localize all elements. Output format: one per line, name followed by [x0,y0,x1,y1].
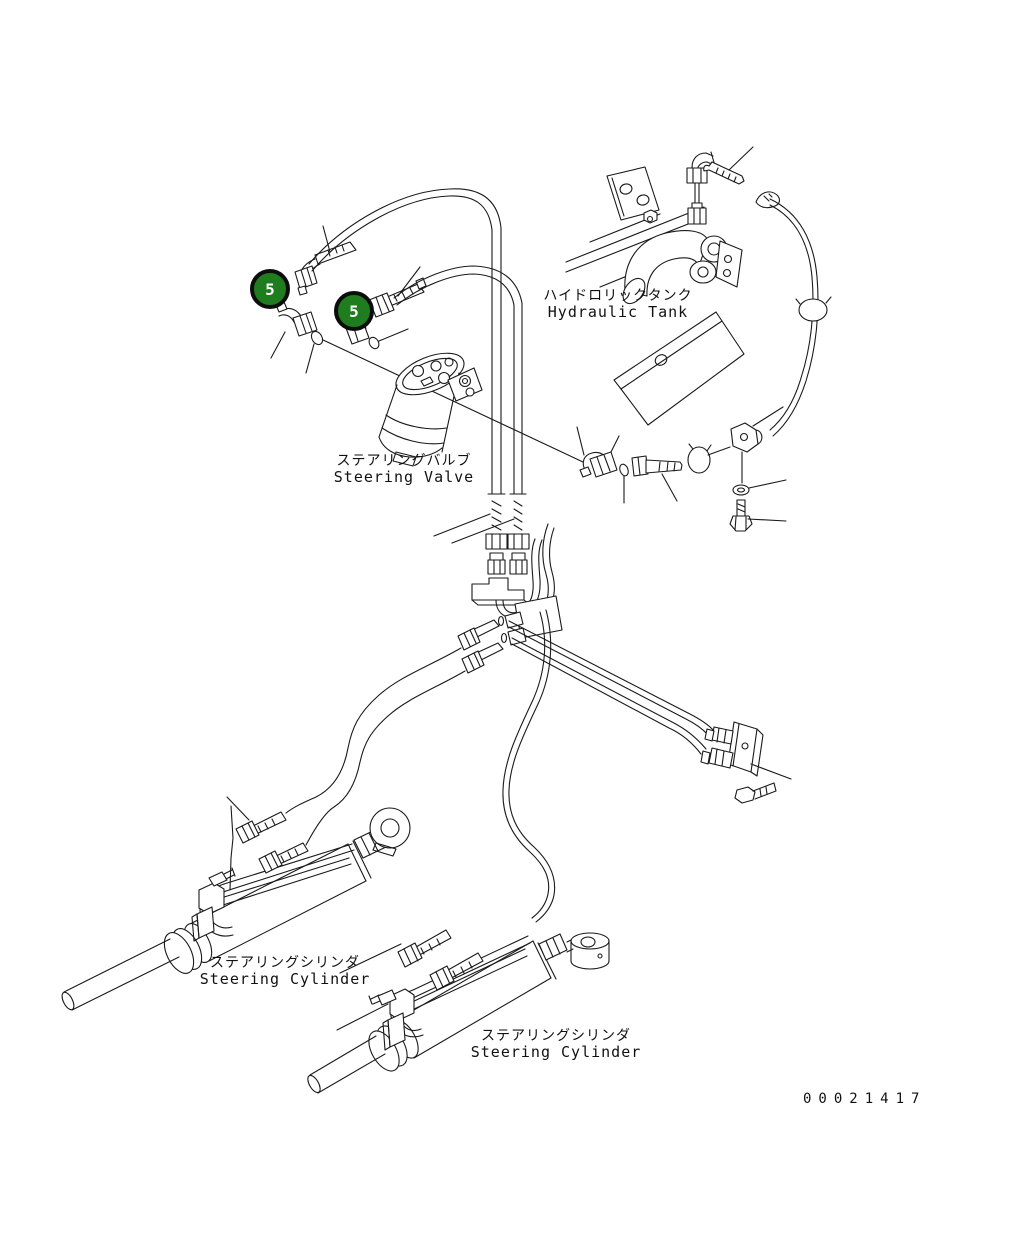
steering-cylinder-left-drawing [61,796,411,1011]
callout-balloon-5-left[interactable]: 5 [250,269,290,309]
callout-balloon-5-right[interactable]: 5 [334,291,374,331]
label-steering-cylinder-left-en: Steering Cylinder [199,970,371,989]
label-hydraulic-tank-jp: ハイドロリックタンク [543,288,693,304]
label-steering-cylinder-right-en: Steering Cylinder [470,1043,642,1062]
steering-cylinder-right-drawing [307,929,610,1094]
junction-drawing [285,493,792,923]
label-steering-cylinder-right: ステアリングシリンダ Steering Cylinder [471,1028,642,1061]
label-hydraulic-tank: ハイドロリックタンク Hydraulic Tank [543,288,692,321]
drawing-number: 00021417 [803,1091,927,1107]
label-steering-cylinder-left-jp: ステアリングシリンダ [210,955,360,971]
label-steering-cylinder-left: ステアリングシリンダ Steering Cylinder [200,955,371,988]
middle-fittings-drawing [576,406,787,532]
label-steering-cylinder-right-jp: ステアリングシリンダ [481,1028,631,1044]
label-hydraulic-tank-en: Hydraulic Tank [547,303,689,322]
hydraulic-tank-drawing [565,146,832,437]
hose-arcs-drawing [308,188,523,544]
label-steering-valve-en: Steering Valve [333,468,475,487]
steering-valve-drawing [270,225,584,467]
label-steering-valve-jp: ステアリングバルブ [336,453,472,469]
label-steering-valve: ステアリングバルブ Steering Valve [334,453,474,486]
